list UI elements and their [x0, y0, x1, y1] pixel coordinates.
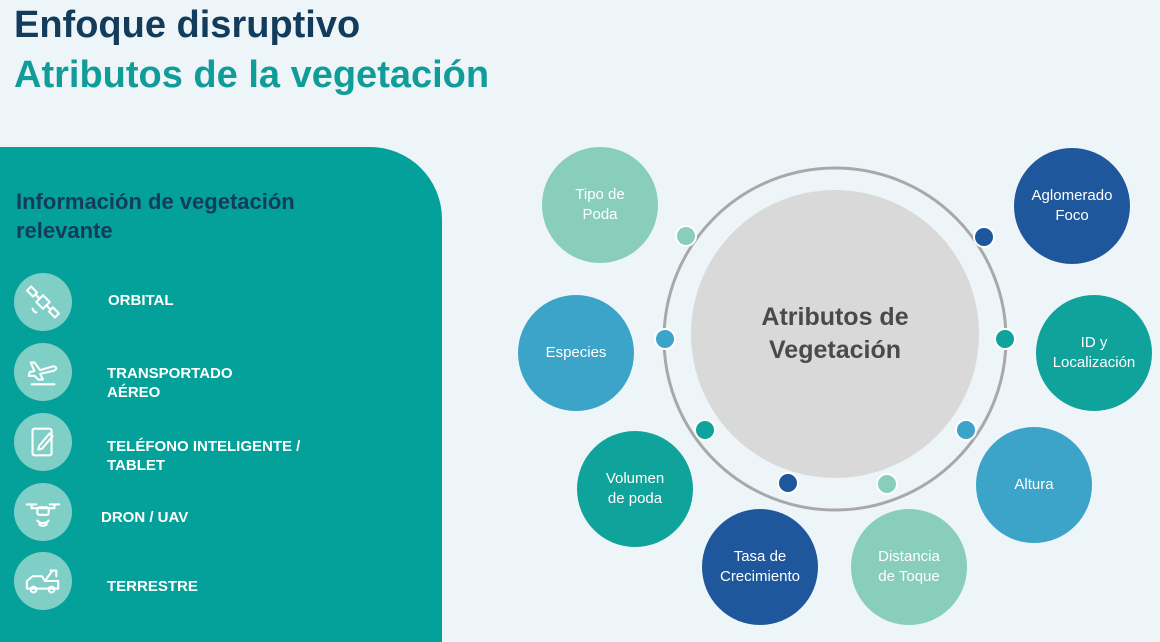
drone-icon: [14, 483, 72, 541]
attribute-label: Especies: [545, 344, 607, 361]
ring-connector-dot: [876, 473, 898, 495]
ring-connector-dot: [955, 419, 977, 441]
source-label-terrestrial: TERRESTRE: [107, 578, 198, 595]
source-label-smartphone: TELÉFONO INTELIGENTE / TABLET: [107, 438, 301, 474]
page-subtitle: Atributos de la vegetación: [14, 54, 490, 96]
source-label-orbital: ORBITAL: [108, 292, 174, 309]
data-sources-panel: Información de vegetación relevante ORBI…: [0, 147, 442, 642]
truck-icon: [14, 552, 72, 610]
source-label-air: TRANSPORTADO AÉREO: [107, 365, 233, 401]
attribute-node: Tasa de Crecimiento: [702, 509, 818, 625]
attribute-label: ID y Localización: [1052, 334, 1136, 371]
attribute-node: ID y Localización: [1036, 295, 1152, 411]
panel-heading: Información de vegetación relevante: [16, 189, 295, 243]
center-label: Atributos de Vegetación: [761, 303, 909, 364]
attribute-label: Aglomerado Foco: [1031, 187, 1113, 224]
attribute-label: Tipo de Poda: [575, 186, 625, 223]
attribute-label: Distancia de Toque: [878, 548, 940, 585]
ring-connector-dot: [973, 226, 995, 248]
ring-connector-dot: [675, 225, 697, 247]
tablet-icon: [14, 413, 72, 471]
center-node: Atributos de Vegetación: [691, 190, 979, 478]
ring-connector-dot: [777, 472, 799, 494]
satellite-icon: [14, 273, 72, 331]
ring-connector-dot: [654, 328, 676, 350]
attribute-node: Aglomerado Foco: [1014, 148, 1130, 264]
airplane-icon: [14, 343, 72, 401]
attribute-label: Tasa de Crecimiento: [719, 548, 801, 585]
page-title: Enfoque disruptivo: [14, 4, 361, 46]
ring-connector-dot: [994, 328, 1016, 350]
attribute-node: Distancia de Toque: [851, 509, 967, 625]
attribute-node: Volumen de poda: [577, 431, 693, 547]
attribute-node: Altura: [976, 427, 1092, 543]
attribute-node: Especies: [518, 295, 634, 411]
attribute-label: Altura: [1014, 476, 1054, 493]
attribute-label: Volumen de poda: [605, 470, 665, 507]
source-label-drone: DRON / UAV: [101, 509, 189, 526]
ring-connector-dot: [694, 419, 716, 441]
attribute-node: Tipo de Poda: [542, 147, 658, 263]
